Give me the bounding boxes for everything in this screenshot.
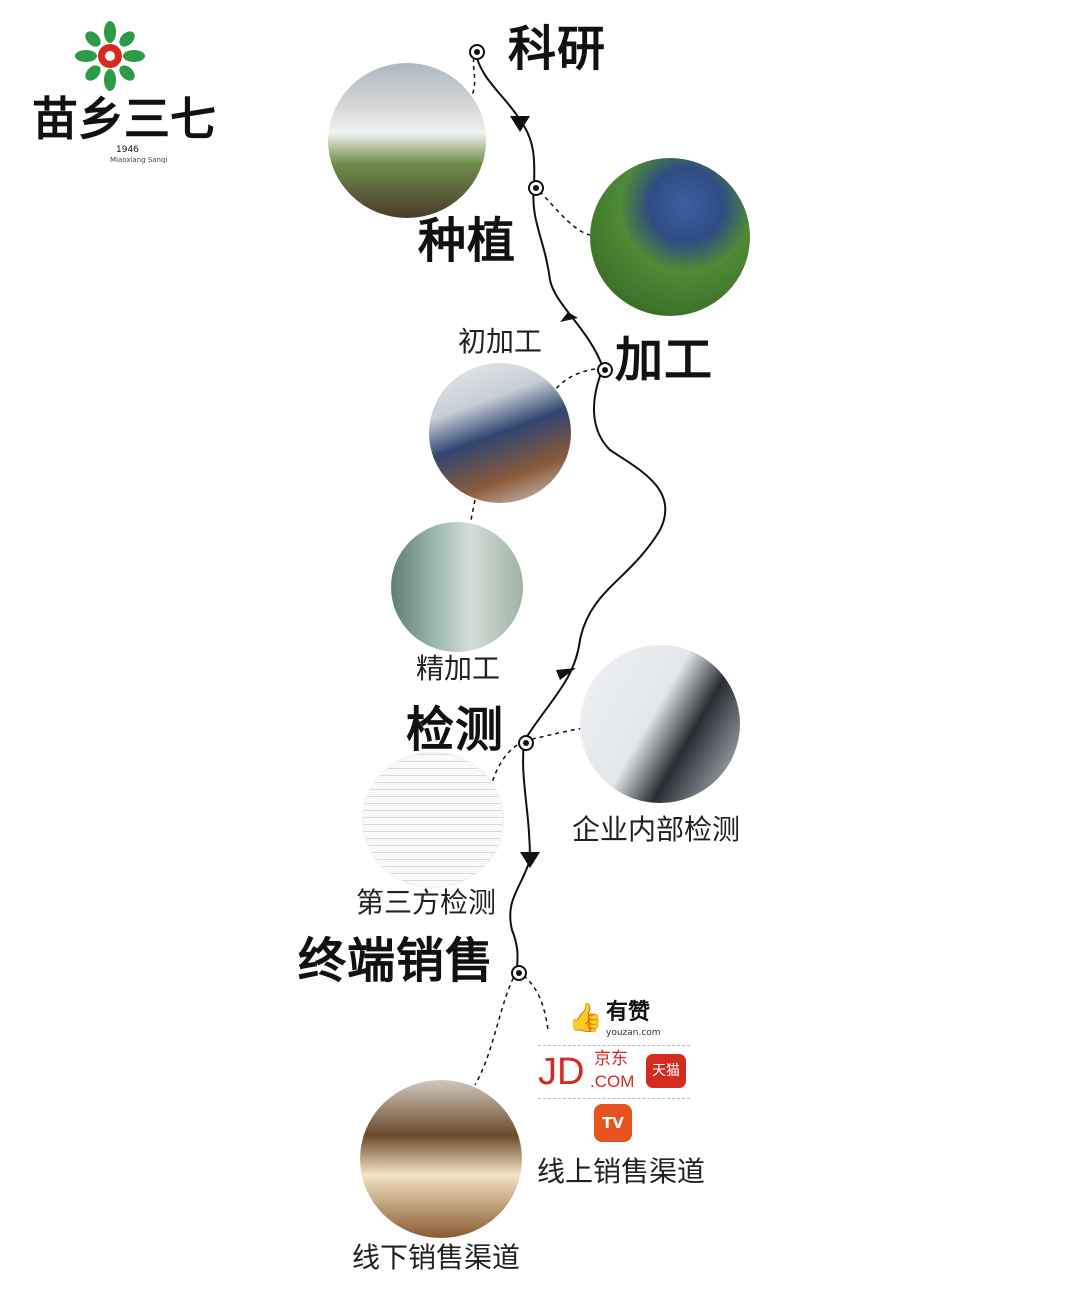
youzan-name: 有赞 xyxy=(606,1000,651,1025)
divider xyxy=(538,1045,690,1046)
tmall-logo: 天猫 xyxy=(646,1054,686,1088)
logo-brand-text: 苗乡三七 xyxy=(32,92,216,146)
planting-photo xyxy=(590,158,750,316)
divider xyxy=(538,1098,690,1099)
tv-shopping-logo: TV xyxy=(594,1104,632,1142)
fine-processing-photo xyxy=(391,522,523,652)
internal-lab-photo xyxy=(580,645,740,803)
node-processing xyxy=(597,362,613,378)
label-testing: 检测 xyxy=(406,702,505,758)
third-party-report-photo xyxy=(362,752,504,888)
logo-year: 1946 xyxy=(116,145,139,155)
label-primary-processing: 初加工 xyxy=(458,325,543,358)
flower-icon xyxy=(75,21,145,91)
jd-prefix: JD xyxy=(538,1051,585,1093)
label-processing: 加工 xyxy=(615,332,714,388)
node-testing xyxy=(518,735,534,751)
youzan-domain: youzan.com xyxy=(606,1028,661,1038)
brand-logo: 苗乡三七 1946 Miaoxiang Sanqi xyxy=(28,18,216,164)
node-sales xyxy=(511,965,527,981)
jd-logo: JD 京东 .COM xyxy=(538,1051,642,1095)
node-planting xyxy=(528,180,544,196)
label-sales: 终端销售 xyxy=(298,933,495,989)
label-planting: 种植 xyxy=(418,213,517,269)
jd-com: .COM xyxy=(590,1072,635,1091)
label-third-party-testing: 第三方检测 xyxy=(356,886,497,919)
label-online-sales: 线上销售渠道 xyxy=(537,1155,706,1188)
label-internal-testing: 企业内部检测 xyxy=(572,813,741,846)
node-research xyxy=(469,44,485,60)
label-research: 科研 xyxy=(508,21,607,77)
jd-cn: 京东 xyxy=(594,1049,628,1069)
label-fine-processing: 精加工 xyxy=(416,652,501,685)
label-offline-sales: 线下销售渠道 xyxy=(352,1241,521,1274)
youzan-logo: 👍 有赞 youzan.com xyxy=(568,1002,688,1042)
offline-store-photo xyxy=(360,1080,522,1238)
research-field-photo xyxy=(328,63,486,218)
primary-processing-photo xyxy=(429,363,571,503)
thumbs-up-icon: 👍 xyxy=(568,1001,603,1034)
logo-subtitle: Miaoxiang Sanqi xyxy=(110,156,168,164)
